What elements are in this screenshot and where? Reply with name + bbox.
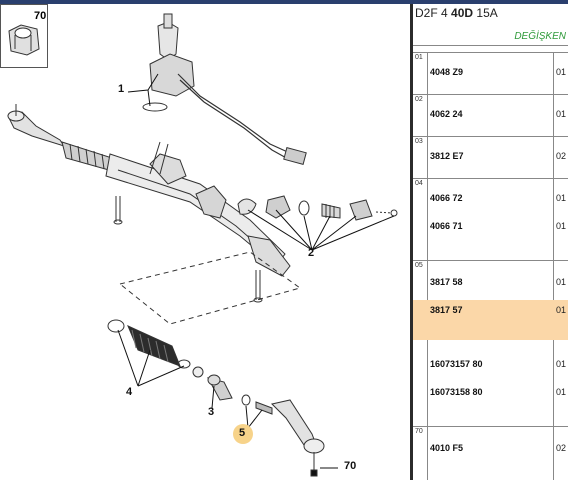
callout-1[interactable]: 1: [118, 83, 125, 95]
part-group-01: 01 4048 Z9 01: [413, 52, 568, 94]
group-number: 02: [415, 96, 423, 103]
callout-3[interactable]: 3: [208, 406, 215, 418]
part-reference[interactable]: 3812 E7: [430, 151, 464, 161]
part-quantity: 01: [556, 67, 567, 77]
callout-4[interactable]: 4: [126, 386, 133, 398]
part-quantity: 02: [556, 151, 567, 161]
part-group-03: 03 3812 E7 02: [413, 136, 568, 178]
part-reference[interactable]: 4066 72: [430, 193, 463, 203]
parts-list-panel: D2F 4 40D 15A DEĞİŞKEN 01 4048 Z9 01 02 …: [413, 4, 568, 480]
part-row[interactable]: 4062 24 01: [413, 107, 568, 125]
part-row[interactable]: 3817 58 01: [413, 275, 568, 293]
part-row[interactable]: 3812 E7 02: [413, 149, 568, 167]
part-group-05: 05 3817 58 01 3817 57 01 16073157 80 01 …: [413, 260, 568, 426]
part-reference[interactable]: 4048 Z9: [430, 67, 464, 77]
column-divider: [427, 52, 428, 480]
part-quantity: 01: [556, 387, 567, 397]
ref-suffix: 15A: [476, 6, 498, 20]
part-reference[interactable]: 4062 24: [430, 109, 463, 119]
callout-5[interactable]: 5: [239, 427, 246, 439]
top-bar: [0, 0, 568, 4]
part-quantity: 01: [556, 109, 567, 119]
exploded-diagram[interactable]: 1 2 3 4 5 70: [0, 4, 410, 480]
callout-70[interactable]: 70: [344, 460, 357, 472]
reference-header: D2F 4 40D 15A: [413, 4, 568, 22]
group-number: 05: [415, 262, 423, 269]
part-quantity: 01: [556, 193, 567, 203]
part-quantity: 01: [556, 221, 567, 231]
group-number: 70: [415, 428, 423, 435]
part-quantity: 01: [556, 359, 567, 369]
part-row[interactable]: 4048 Z9 01: [413, 65, 568, 83]
ref-bold: 40D: [451, 6, 474, 20]
part-row[interactable]: 16073157 80 01: [413, 357, 568, 375]
part-reference[interactable]: 16073158 80: [430, 387, 483, 397]
variant-header: DEĞİŞKEN: [413, 26, 568, 46]
part-reference[interactable]: 16073157 80: [430, 359, 483, 369]
part-row[interactable]: 4066 71 01: [413, 219, 568, 237]
group-number: 03: [415, 138, 423, 145]
part-thumbnail[interactable]: 70: [0, 4, 48, 68]
part-group-70: 70 4010 F5 02: [413, 426, 568, 480]
callout-2[interactable]: 2: [308, 247, 315, 259]
thumbnail-label: 70: [34, 10, 47, 22]
ref-prefix: D2F 4: [415, 6, 448, 20]
part-reference[interactable]: 4066 71: [430, 221, 463, 231]
part-quantity: 01: [556, 305, 567, 315]
callout-5-highlight: [233, 424, 253, 444]
part-row[interactable]: 16073158 80 01: [413, 385, 568, 403]
group-number: 04: [415, 180, 423, 187]
part-group-04: 04 4066 72 01 4066 71 01: [413, 178, 568, 260]
pane-separator[interactable]: [410, 4, 413, 480]
part-reference[interactable]: 4010 F5: [430, 443, 464, 453]
part-reference[interactable]: 3817 57: [430, 305, 463, 315]
part-row-selected[interactable]: 3817 57 01: [413, 303, 568, 321]
selected-row-highlight: [413, 300, 568, 340]
part-group-02: 02 4062 24 01: [413, 94, 568, 136]
part-row[interactable]: 4066 72 01: [413, 191, 568, 209]
group-number: 01: [415, 54, 423, 61]
part-quantity: 01: [556, 277, 567, 287]
part-row[interactable]: 4010 F5 02: [413, 441, 568, 459]
column-divider: [553, 52, 554, 480]
part-quantity: 02: [556, 443, 567, 453]
nut-icon: [8, 24, 40, 56]
steering-rack-drawing: [7, 13, 398, 477]
part-reference[interactable]: 3817 58: [430, 277, 463, 287]
